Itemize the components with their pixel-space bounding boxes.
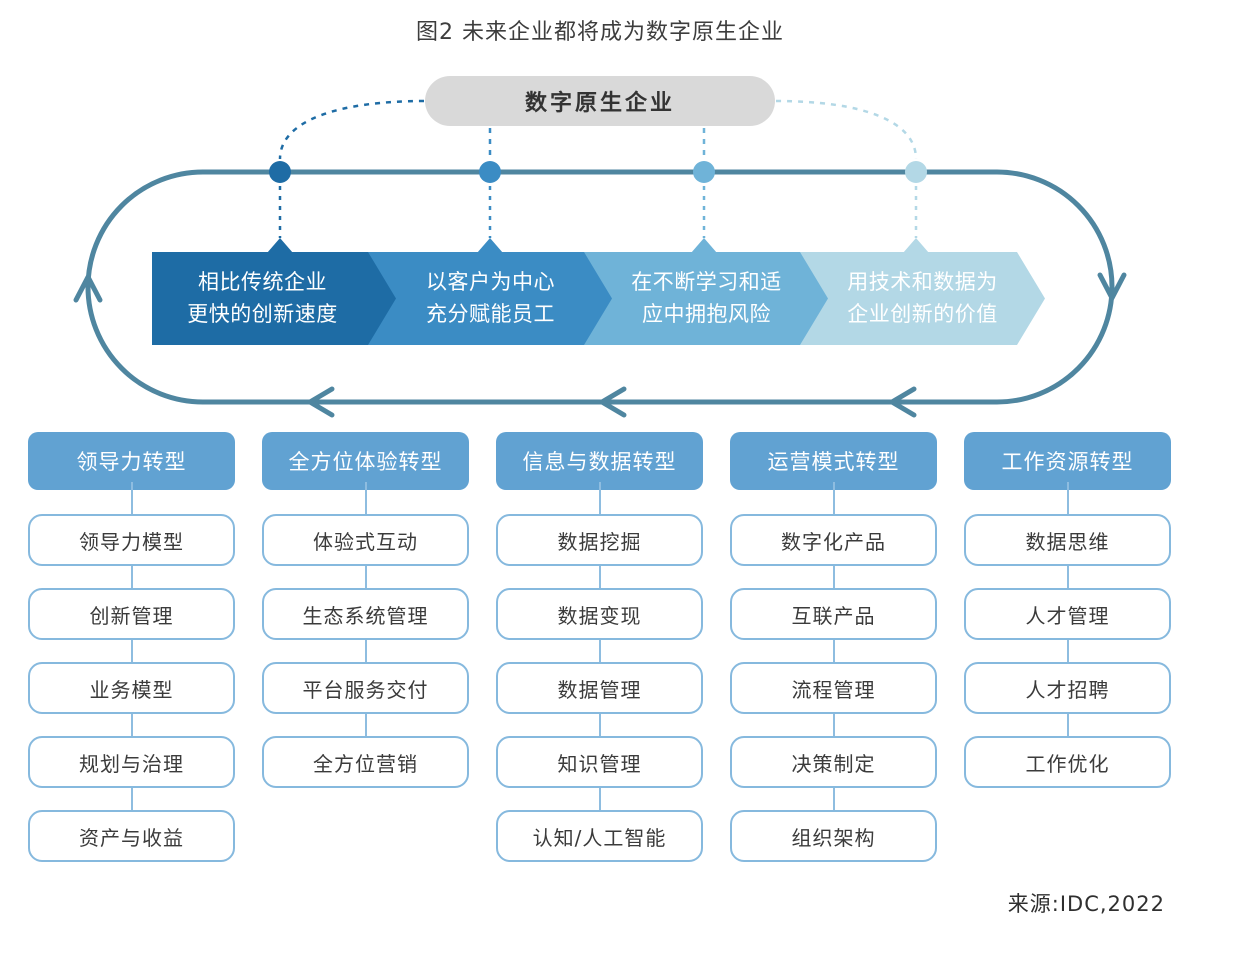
- list-item: 工作优化: [964, 736, 1171, 788]
- loop-arrow-up-icon: [73, 274, 103, 303]
- list-item: 知识管理: [496, 736, 703, 788]
- column-information-data: 信息与数据转型 数据挖掘 数据变现 数据管理 知识管理 认知/人工智能: [496, 432, 703, 862]
- cycle-step-4: 用技术和数据为 企业创新的价值: [800, 252, 1045, 345]
- node-dot-3: [693, 161, 715, 183]
- list-item: 资产与收益: [28, 810, 235, 862]
- column-header: 工作资源转型: [964, 432, 1171, 490]
- column-items: 体验式互动 生态系统管理 平台服务交付 全方位营销: [262, 482, 469, 788]
- list-item: 数据挖掘: [496, 514, 703, 566]
- list-item: 认知/人工智能: [496, 810, 703, 862]
- list-item: 领导力模型: [28, 514, 235, 566]
- step-text-line: 充分赋能员工: [426, 301, 555, 326]
- step-text-line: 相比传统企业: [198, 270, 327, 294]
- step-text-line: 以客户为中心: [426, 270, 555, 294]
- list-item: 人才管理: [964, 588, 1171, 640]
- column-header: 全方位体验转型: [262, 432, 469, 490]
- column-experience: 全方位体验转型 体验式互动 生态系统管理 平台服务交付 全方位营销: [262, 432, 469, 862]
- list-item: 全方位营销: [262, 736, 469, 788]
- column-leadership: 领导力转型 领导力模型 创新管理 业务模型 规划与治理 资产与收益: [28, 432, 235, 862]
- node-dot-2: [479, 161, 501, 183]
- list-item: 创新管理: [28, 588, 235, 640]
- transformation-columns: 领导力转型 领导力模型 创新管理 业务模型 规划与治理 资产与收益 全方位体验转…: [28, 432, 1171, 862]
- column-work-resources: 工作资源转型 数据思维 人才管理 人才招聘 工作优化: [964, 432, 1171, 862]
- step-text-line: 应中拥抱风险: [642, 301, 771, 326]
- node-dot-4: [905, 161, 927, 183]
- figure-title: 图2 未来企业都将成为数字原生企业: [416, 20, 784, 45]
- list-item: 决策制定: [730, 736, 937, 788]
- list-item: 流程管理: [730, 662, 937, 714]
- list-item: 互联产品: [730, 588, 937, 640]
- node-dot-1: [269, 161, 291, 183]
- list-item: 规划与治理: [28, 736, 235, 788]
- source-note: 来源:IDC,2022: [1007, 892, 1165, 916]
- cycle-step-3: 在不断学习和适 应中拥抱风险: [584, 252, 829, 345]
- loop-arrow-down-icon: [1097, 272, 1127, 301]
- loop-arrow-left-icon-1: [307, 386, 335, 418]
- column-header: 领导力转型: [28, 432, 235, 490]
- column-items: 领导力模型 创新管理 业务模型 规划与治理 资产与收益: [28, 482, 235, 862]
- hub-connector-1: [278, 99, 425, 160]
- list-item: 数据管理: [496, 662, 703, 714]
- column-items: 数字化产品 互联产品 流程管理 决策制定 组织架构: [730, 482, 937, 862]
- list-item: 人才招聘: [964, 662, 1171, 714]
- cycle-loop-graphic: [73, 99, 1127, 418]
- hub-label: 数字原生企业: [524, 91, 675, 116]
- step-text-line: 用技术和数据为: [847, 270, 998, 294]
- loop-arrow-left-icon-2: [599, 386, 627, 418]
- column-header: 信息与数据转型: [496, 432, 703, 490]
- list-item: 数字化产品: [730, 514, 937, 566]
- loop-arrow-left-icon-3: [889, 386, 917, 418]
- list-item: 生态系统管理: [262, 588, 469, 640]
- hub-connector-4: [775, 99, 918, 160]
- cycle-step-1: 相比传统企业 更快的创新速度: [152, 252, 397, 345]
- list-item: 数据思维: [964, 514, 1171, 566]
- list-item: 平台服务交付: [262, 662, 469, 714]
- list-item: 数据变现: [496, 588, 703, 640]
- list-item: 体验式互动: [262, 514, 469, 566]
- list-item: 组织架构: [730, 810, 937, 862]
- step-text-line: 在不断学习和适: [631, 270, 782, 294]
- column-header: 运营模式转型: [730, 432, 937, 490]
- cycle-step-2: 以客户为中心 充分赋能员工: [368, 252, 613, 345]
- list-item: 业务模型: [28, 662, 235, 714]
- column-items: 数据思维 人才管理 人才招聘 工作优化: [964, 482, 1171, 788]
- step-text-line: 企业创新的价值: [847, 301, 998, 326]
- column-operating-model: 运营模式转型 数字化产品 互联产品 流程管理 决策制定 组织架构: [730, 432, 937, 862]
- column-items: 数据挖掘 数据变现 数据管理 知识管理 认知/人工智能: [496, 482, 703, 862]
- step-text-line: 更快的创新速度: [187, 301, 338, 326]
- hub-pill: 数字原生企业: [425, 76, 775, 126]
